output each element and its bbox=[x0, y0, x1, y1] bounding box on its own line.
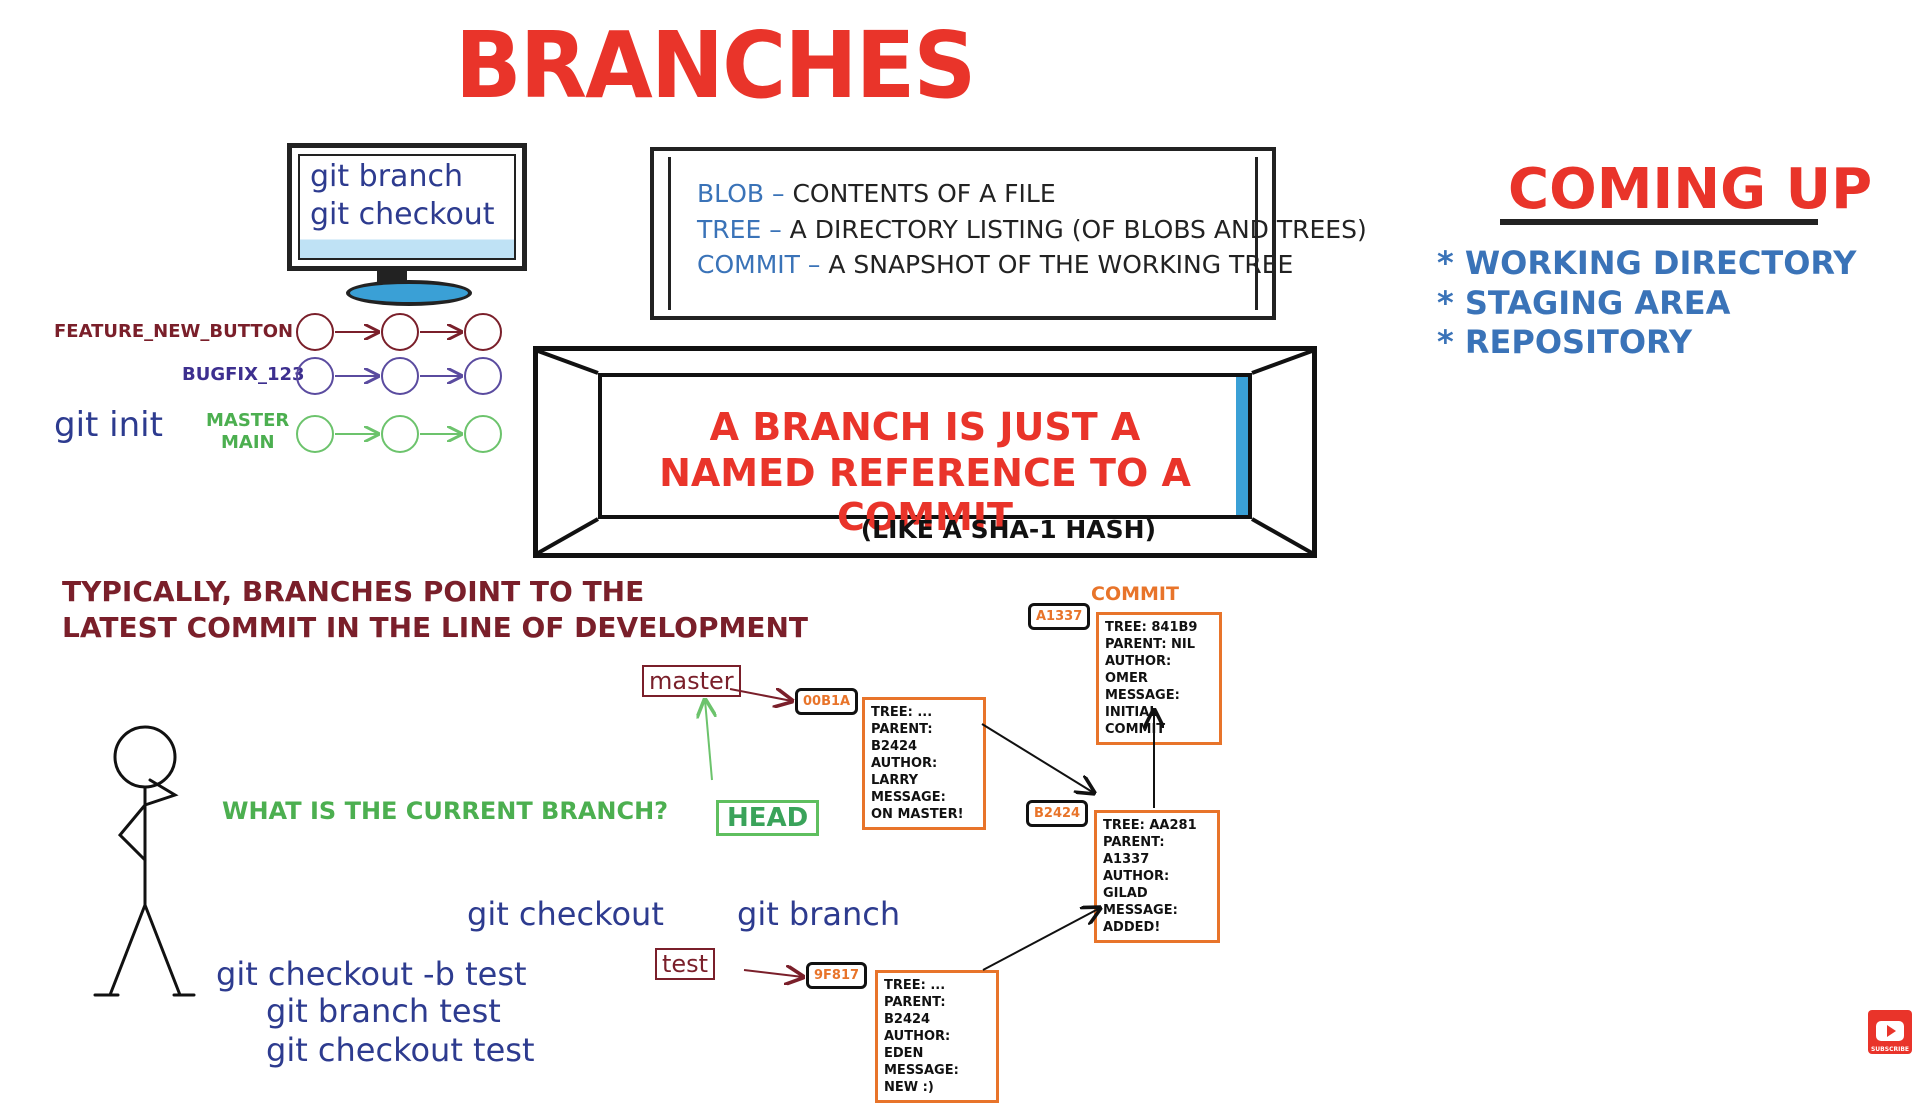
branch-label-main: MAIN bbox=[221, 432, 275, 453]
master-chain bbox=[296, 415, 502, 453]
branch-label-feature: FEATURE_NEW_BUTTON bbox=[54, 321, 294, 342]
commit-field: MESSAGE: bbox=[1105, 688, 1180, 703]
definitions-box-inner: BLOB – CONTENTS OF A FILE TREE – A DIREC… bbox=[668, 157, 1367, 310]
cmd-git-branch: git branch bbox=[737, 895, 901, 933]
callout-note: (LIKE A SHA-1 HASH) bbox=[860, 515, 1156, 544]
typically-line-1: TYPICALLY, BRANCHES POINT TO THE bbox=[62, 575, 645, 608]
commit-field: TREE: ... bbox=[871, 705, 933, 720]
commit-field: TREE: ... bbox=[884, 978, 946, 993]
subscribe-label: SUBSCRIBE bbox=[1870, 1046, 1909, 1053]
branch-definition-callout: A BRANCH IS JUST A NAMED REFERENCE TO A … bbox=[533, 346, 1317, 558]
commit-field: PARENT: A1337 bbox=[1103, 835, 1165, 867]
coming-up-item: * WORKING DIRECTORY bbox=[1437, 244, 1857, 282]
callout-frame-lines bbox=[538, 351, 1312, 553]
definition-dash: – bbox=[771, 179, 785, 208]
monitor-line-git-checkout: git checkout bbox=[310, 197, 495, 232]
cmd-git-checkout-test: git checkout test bbox=[266, 1031, 535, 1069]
cmd-git-checkout-b-test: git checkout -b test bbox=[216, 955, 527, 993]
commit-field: PARENT: B2424 bbox=[884, 995, 946, 1027]
git-init-label: git init bbox=[54, 405, 163, 445]
monitor-text: git branch git checkout bbox=[310, 158, 495, 234]
commit-tag-00b1a: 00B1A bbox=[795, 688, 859, 715]
definition-key: BLOB bbox=[697, 179, 765, 208]
definition-key: COMMIT bbox=[697, 250, 800, 279]
definitions-box: BLOB – CONTENTS OF A FILE TREE – A DIREC… bbox=[650, 147, 1367, 320]
definition-commit: COMMIT – A SNAPSHOT OF THE WORKING TREE bbox=[697, 250, 1293, 279]
commit-field: TREE: 841B9 bbox=[1105, 620, 1198, 635]
definition-text: CONTENTS OF A FILE bbox=[792, 179, 1056, 208]
commit-tag-b2424: B2424 bbox=[1026, 800, 1089, 827]
youtube-subscribe-icon[interactable]: SUBSCRIBE bbox=[1868, 1010, 1912, 1054]
commit-field: AUTHOR: EDEN bbox=[884, 1029, 951, 1061]
commit-field: AUTHOR: LARRY bbox=[871, 756, 938, 788]
commit-box-00b1a: TREE: ... PARENT: B2424 AUTHOR: LARRY ME… bbox=[862, 697, 986, 830]
branch-label-master: MASTER bbox=[206, 410, 290, 431]
commit-field: MESSAGE: bbox=[871, 790, 946, 805]
coming-up-underline bbox=[1500, 219, 1818, 225]
commit-field: MESSAGE: bbox=[1103, 903, 1178, 918]
coming-up-title: COMING UP bbox=[1508, 157, 1873, 222]
commit-field: AUTHOR: GILAD bbox=[1103, 869, 1170, 901]
monitor-screen: git branch git checkout bbox=[287, 143, 527, 271]
coming-up-item: * REPOSITORY bbox=[1437, 323, 1693, 361]
current-branch-question: WHAT IS THE CURRENT BRANCH? bbox=[222, 797, 669, 825]
definition-text: A DIRECTORY LISTING (OF BLOBS AND TREES) bbox=[789, 215, 1367, 244]
definition-dash: – bbox=[807, 250, 821, 279]
commit-box-b2424: TREE: AA281 PARENT: A1337 AUTHOR: GILAD … bbox=[1094, 810, 1220, 943]
commit-tag-9f817: 9F817 bbox=[806, 962, 868, 989]
feature-chain bbox=[296, 313, 502, 351]
monitor-line-git-branch: git branch bbox=[310, 159, 463, 194]
commit-label: COMMIT bbox=[1091, 583, 1179, 605]
commit-graph-arrows bbox=[0, 0, 1917, 1079]
monitor-inner bbox=[298, 154, 516, 260]
typically-line-2: LATEST COMMIT IN THE LINE OF DEVELOPMENT bbox=[62, 611, 809, 644]
commit-tag-a1337: A1337 bbox=[1028, 603, 1091, 630]
callout-line-1: A BRANCH IS JUST A bbox=[709, 405, 1141, 449]
coming-up-item: * STAGING AREA bbox=[1437, 284, 1731, 322]
callout-inner: A BRANCH IS JUST A NAMED REFERENCE TO A … bbox=[598, 373, 1252, 544]
branch-commit-chains bbox=[296, 313, 502, 453]
commit-field: AUTHOR: OMER bbox=[1105, 654, 1172, 686]
definition-tree: TREE – A DIRECTORY LISTING (OF BLOBS AND… bbox=[697, 215, 1367, 244]
master-ref: master bbox=[642, 665, 741, 697]
head-ref: HEAD bbox=[716, 800, 820, 836]
commit-field: MESSAGE: bbox=[884, 1063, 959, 1078]
branch-label-bugfix: BUGFIX_123 bbox=[182, 364, 305, 385]
cmd-git-branch-test: git branch test bbox=[266, 992, 501, 1030]
commit-field: ON MASTER! bbox=[871, 807, 964, 822]
commit-field: NEW :) bbox=[884, 1080, 934, 1095]
commit-field: PARENT: NIL bbox=[1105, 637, 1196, 652]
definition-dash: – bbox=[769, 215, 782, 244]
definition-text: A SNAPSHOT OF THE WORKING TREE bbox=[828, 250, 1294, 279]
test-ref: test bbox=[655, 948, 716, 980]
commit-field: PARENT: B2424 bbox=[871, 722, 933, 754]
commit-field: TREE: AA281 bbox=[1103, 818, 1197, 833]
play-icon bbox=[1876, 1021, 1904, 1041]
callout-line-2: NAMED REFERENCE TO A COMMIT bbox=[659, 451, 1191, 539]
cmd-git-checkout: git checkout bbox=[467, 895, 664, 933]
stick-figure-thinking bbox=[93, 725, 196, 997]
definition-blob: BLOB – CONTENTS OF A FILE bbox=[697, 179, 1056, 208]
definition-key: TREE bbox=[697, 215, 762, 244]
commit-field: ADDED! bbox=[1103, 920, 1161, 935]
monitor-base bbox=[346, 280, 472, 306]
page-title: BRANCHES bbox=[455, 12, 976, 119]
bugfix-chain bbox=[296, 357, 502, 395]
